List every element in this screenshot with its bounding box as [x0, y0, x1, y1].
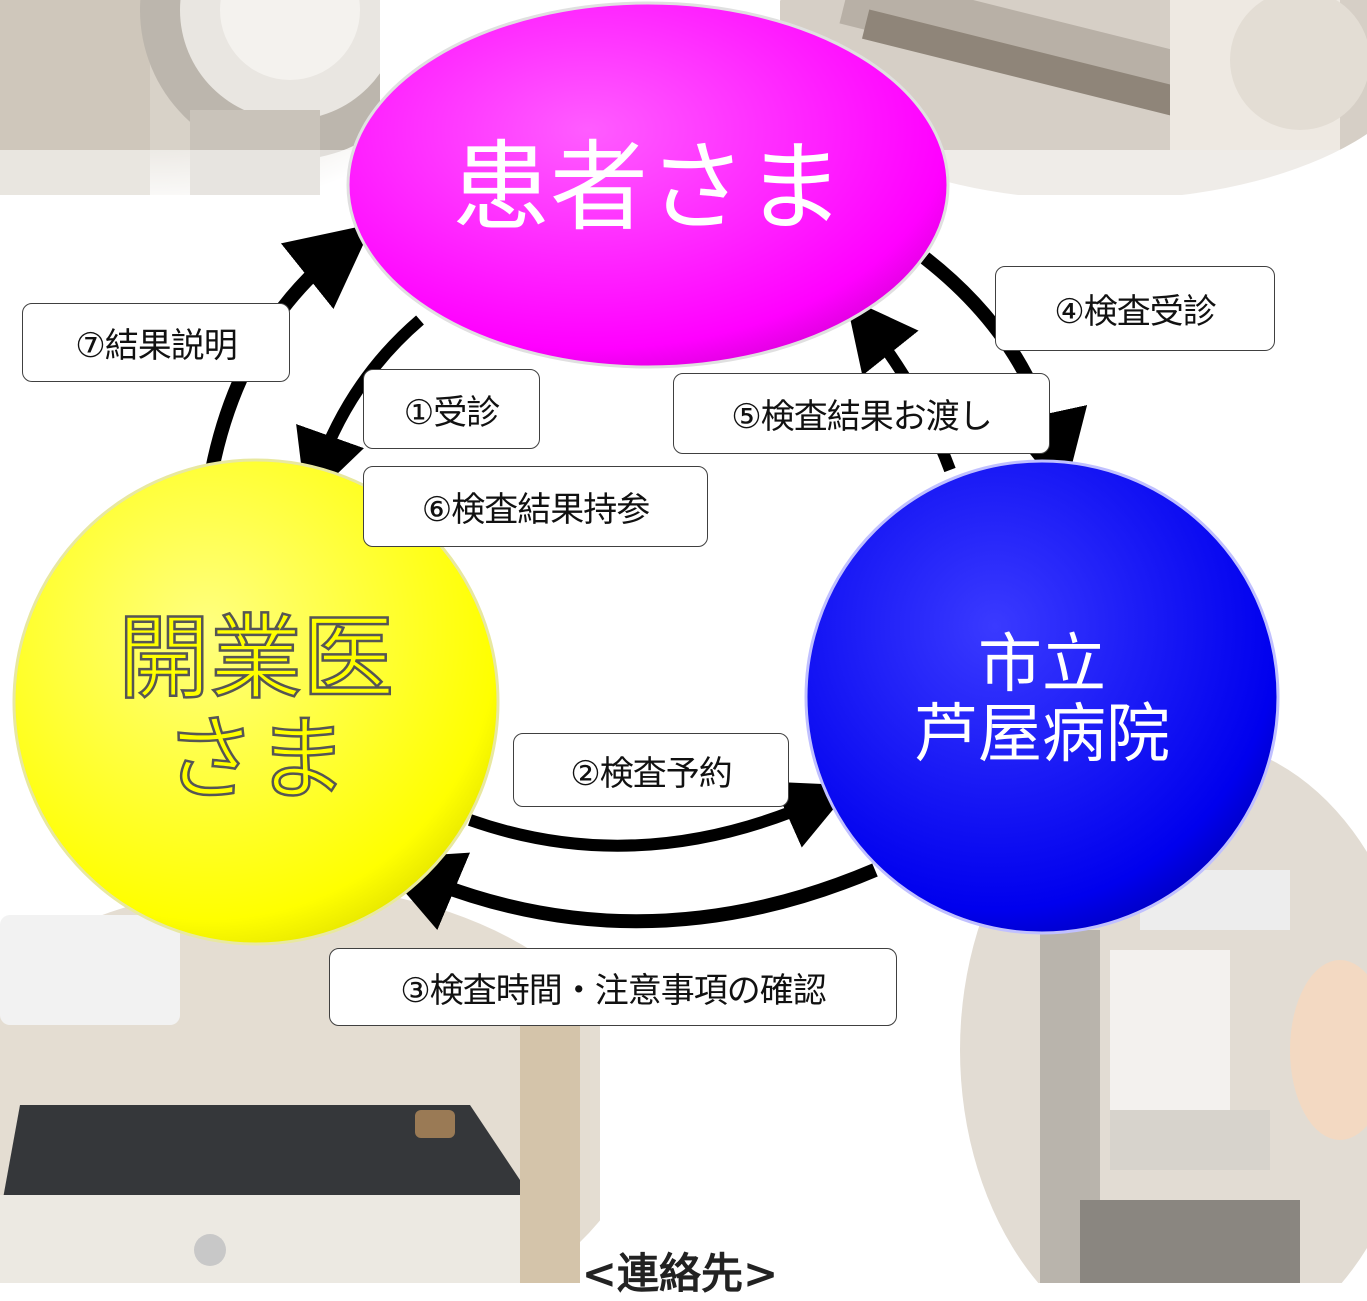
hospital-node — [804, 459, 1280, 935]
hospital-label: 市立 芦屋病院 — [842, 630, 1242, 771]
arrow-exam-booking — [468, 781, 853, 852]
patient-label: 患者さま — [398, 134, 898, 243]
ct-scanner-photo — [0, 0, 380, 195]
step-visit: ①受診 — [363, 369, 540, 449]
hospital-label-line2: 芦屋病院 — [914, 698, 1170, 773]
step-result-handover: ⑤検査結果お渡し — [673, 373, 1050, 454]
arrow-exam-confirmation — [376, 852, 878, 931]
hospital-label-line1: 市立 — [978, 628, 1106, 702]
clinic-node — [12, 458, 500, 946]
step-exam-visit: ④検査受診 — [995, 266, 1275, 351]
patient-label-text: 患者さま — [451, 131, 844, 245]
patient-node — [346, 1, 950, 369]
contact-heading: <連絡先> — [581, 1249, 779, 1298]
step-exam-confirmation: ③検査時間・注意事項の確認 — [329, 948, 897, 1026]
clinic-label-line2: さま — [163, 706, 350, 814]
arrow-visit — [296, 315, 424, 504]
clinic-label-line1: 開業医 — [117, 605, 396, 712]
step-result-explanation: ⑦結果説明 — [22, 303, 290, 382]
step-exam-booking: ②検査予約 — [513, 733, 789, 807]
step-result-bring: ⑥検査結果持参 — [363, 466, 708, 547]
clinic-label: 開業医 さま — [56, 605, 456, 814]
